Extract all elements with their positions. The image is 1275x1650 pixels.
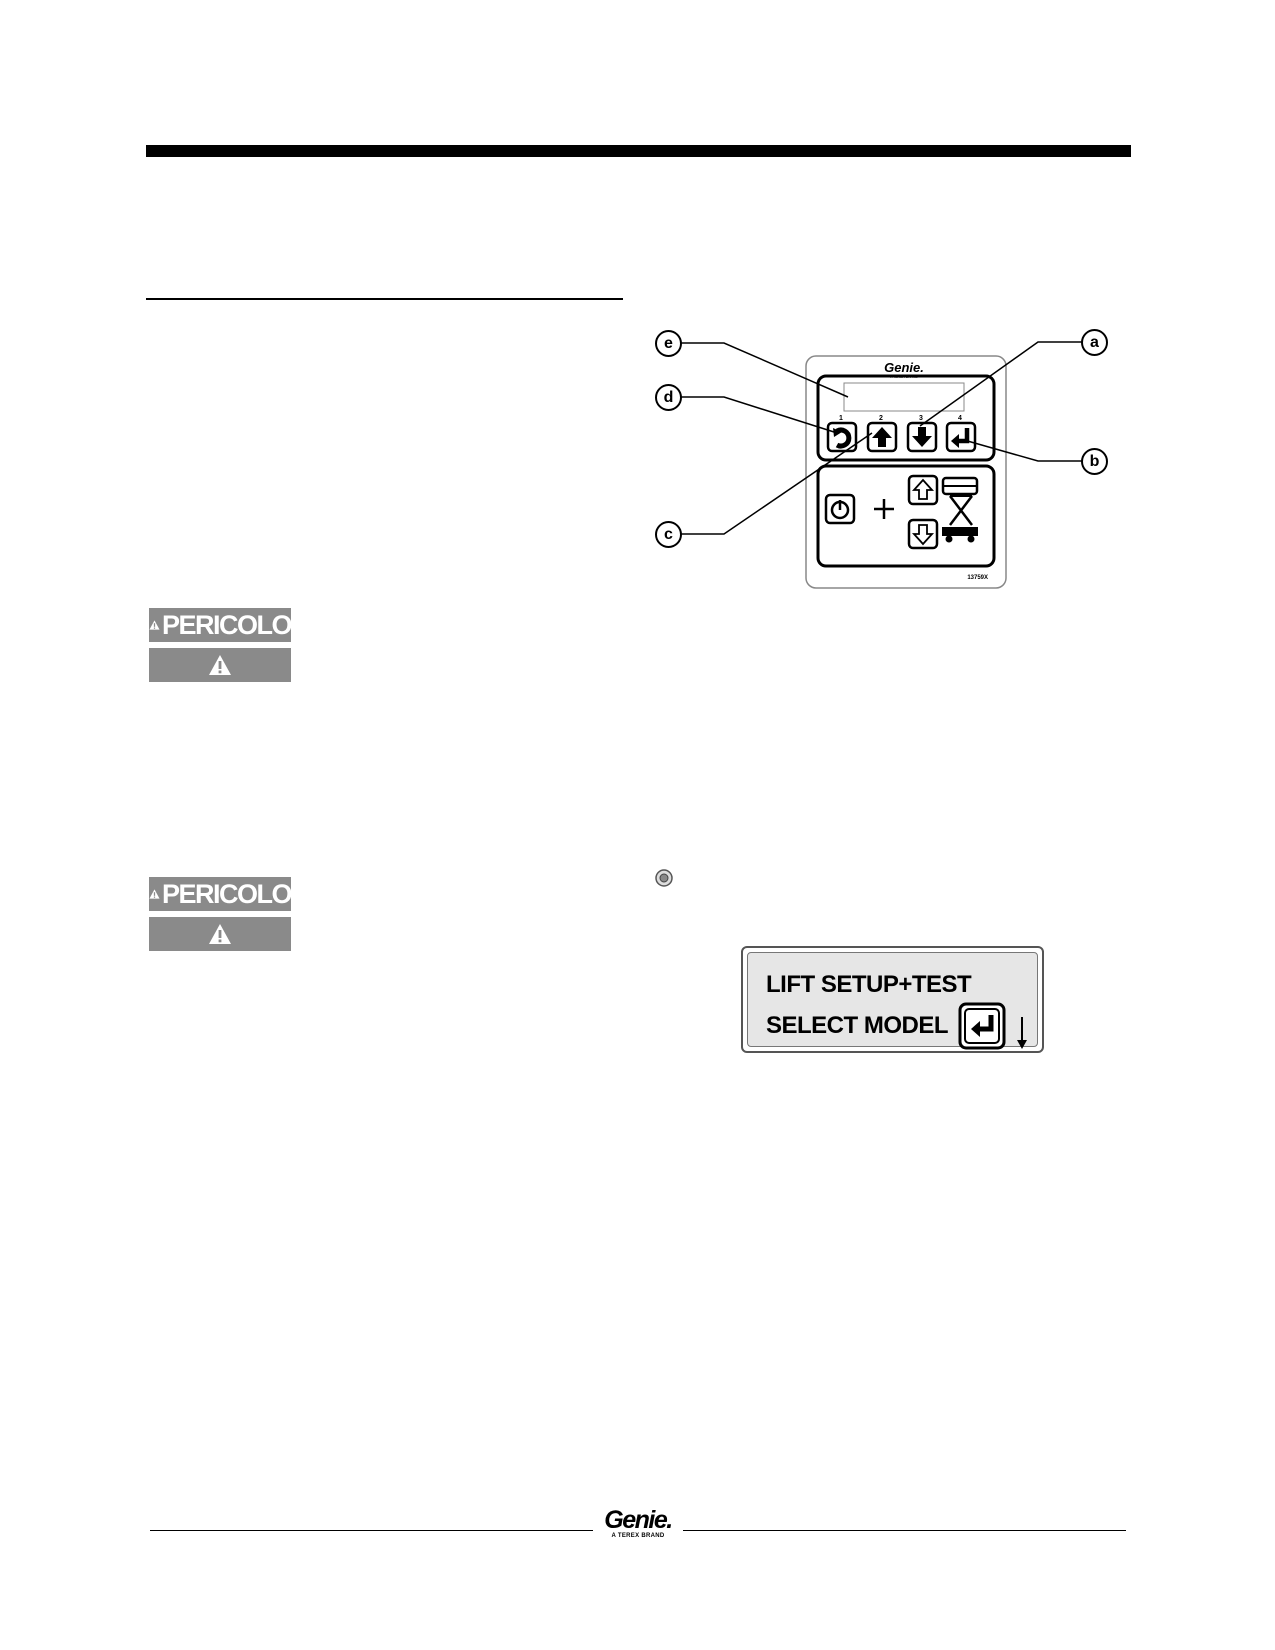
warning-triangle-icon: [209, 655, 231, 675]
key-number: 1: [839, 415, 843, 422]
callout-d: d: [655, 384, 682, 411]
enter-key-icon: [958, 1002, 1006, 1050]
lcd-display: LIFT SETUP+TEST SELECT MODEL: [741, 946, 1044, 1053]
warning-triangle-icon: [149, 889, 160, 899]
footer-logo: Genie. A TEREX BRAND: [600, 1506, 676, 1540]
danger-sub-band: [149, 917, 291, 951]
callout-b: b: [1081, 448, 1108, 475]
header-bar: [146, 145, 1131, 157]
down-arrow-icon: [1017, 1017, 1027, 1049]
danger-label: PERICOLO: [149, 877, 293, 911]
lcd-line-1: LIFT SETUP+TEST: [766, 971, 972, 998]
callout-e: e: [655, 330, 682, 357]
warning-triangle-icon: [209, 924, 231, 944]
leader-lines: [668, 341, 1094, 535]
panel-brand: Genie.: [884, 360, 924, 375]
control-panel-diagram: Genie. A TEREX BRAND 1 2 3 4: [668, 341, 1094, 589]
warning-triangle-icon: [149, 620, 160, 630]
scissor-lift-icon: [941, 476, 979, 543]
lcd-screen: LIFT SETUP+TEST SELECT MODEL: [747, 952, 1038, 1050]
power-button: [824, 493, 856, 525]
display-window: [843, 382, 965, 412]
callout-a: a: [1081, 329, 1108, 356]
danger-label-text: PERICOLO: [161, 609, 293, 640]
plus-icon: [874, 499, 894, 519]
footer-rule: [150, 1530, 593, 1531]
callout-c: c: [655, 521, 682, 548]
up-arrow-key: [866, 421, 898, 453]
footer-brand-sub: A TEREX BRAND: [611, 1533, 665, 1539]
footer-brand: Genie.: [604, 1506, 673, 1534]
lcd-line-2: SELECT MODEL: [766, 1012, 949, 1039]
escape-key: [826, 421, 858, 453]
danger-label-text: PERICOLO: [161, 878, 293, 909]
down-arrow-key: [906, 421, 938, 453]
key-number: 2: [879, 415, 883, 422]
key-number: 4: [958, 415, 962, 422]
panel-brand-sub: A TEREX BRAND: [890, 375, 918, 379]
bullet-icon: [655, 869, 673, 887]
enter-key: [945, 421, 977, 453]
footer-rule: [683, 1530, 1126, 1531]
lift-down-button: [907, 518, 939, 550]
danger-sub-band: [149, 648, 291, 682]
key-number: 3: [919, 415, 923, 422]
part-number: 13759X: [967, 575, 988, 581]
danger-label: PERICOLO: [149, 608, 293, 642]
section-rule: [146, 298, 623, 300]
lift-up-button: [907, 474, 939, 506]
